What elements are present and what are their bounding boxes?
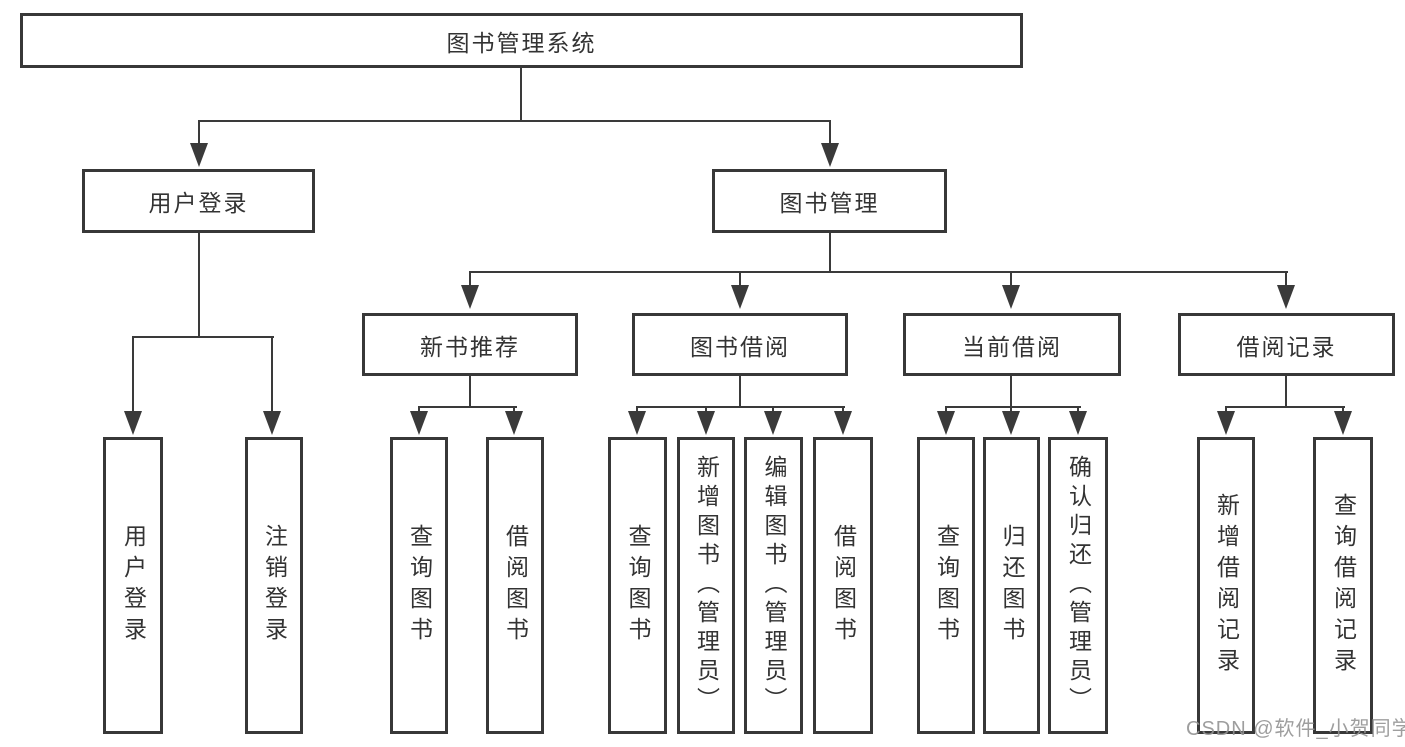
connector-nb-stem — [468, 376, 472, 407]
connector-bm-stem — [828, 232, 832, 272]
connector-cb-rail — [944, 405, 1081, 408]
arrowhead-bb-borrow — [834, 411, 852, 435]
arrowhead-br-query — [1334, 411, 1352, 435]
connector-ul-stem — [197, 232, 201, 337]
arrowhead-borrow-records — [1277, 285, 1295, 309]
arrowhead-ul-login — [124, 411, 142, 435]
leaf-user-login-label: 用户登录 — [120, 523, 147, 648]
connector-root-rail — [197, 119, 831, 122]
arrowhead-ul-logout — [263, 411, 281, 435]
leaf-cb-query-books-label: 查询图书 — [933, 523, 960, 648]
node-current-borrow: 当前借阅 — [903, 313, 1121, 376]
arrowhead-bb-edit — [764, 411, 782, 435]
leaf-cb-query-books: 查询图书 — [917, 437, 975, 734]
node-book-borrow: 图书借阅 — [632, 313, 848, 376]
arrowhead-nb-borrow — [505, 411, 523, 435]
connector-bm-rail — [468, 270, 1288, 273]
node-borrow-records: 借阅记录 — [1178, 313, 1395, 376]
node-book-mgmt-label: 图书管理 — [779, 190, 880, 216]
connector-ul-rail — [131, 335, 274, 338]
arrowhead-user-login — [190, 143, 208, 167]
connector-bm-drop-1 — [468, 270, 472, 288]
arrowhead-current-borrow — [1002, 285, 1020, 309]
leaf-cb-return-books: 归还图书 — [983, 437, 1040, 734]
connector-br-drop-2 — [1341, 405, 1345, 415]
leaf-nb-query-books-label: 查询图书 — [406, 523, 433, 648]
leaf-bb-borrow-books: 借阅图书 — [813, 437, 873, 734]
connector-cb-drop-3 — [1076, 405, 1080, 415]
connector-bm-drop-3 — [1009, 270, 1013, 288]
connector-nb-drop-2 — [512, 405, 516, 415]
connector-br-stem — [1284, 376, 1288, 407]
connector-bb-drop-4 — [841, 405, 845, 415]
node-book-borrow-label: 图书借阅 — [690, 333, 790, 360]
node-new-books: 新书推荐 — [362, 313, 578, 376]
arrowhead-br-add — [1217, 411, 1235, 435]
leaf-br-add-record-label: 新增借阅记录 — [1213, 492, 1240, 679]
connector-ul-drop-1 — [131, 335, 135, 414]
arrowhead-nb-query — [410, 411, 428, 435]
leaf-br-add-record: 新增借阅记录 — [1197, 437, 1255, 734]
connector-bb-stem — [738, 376, 742, 407]
node-new-books-label: 新书推荐 — [420, 333, 520, 360]
connector-bb-drop-3 — [771, 405, 775, 415]
connector-bb-rail — [635, 405, 845, 408]
node-book-mgmt: 图书管理 — [712, 169, 947, 233]
leaf-user-login: 用户登录 — [103, 437, 163, 734]
leaf-bb-edit-books-admin-label: 编辑图书（管理员） — [761, 455, 787, 716]
connector-cb-stem — [1009, 376, 1013, 407]
connector-root-stem — [519, 68, 523, 121]
leaf-nb-borrow-books-label: 借阅图书 — [502, 523, 529, 648]
arrowhead-cb-return — [1002, 411, 1020, 435]
arrowhead-cb-query — [937, 411, 955, 435]
connector-drop-user-login — [197, 119, 201, 147]
arrowhead-book-borrow — [731, 285, 749, 309]
leaf-logout-label: 注销登录 — [261, 523, 288, 648]
leaf-bb-query-books: 查询图书 — [608, 437, 667, 734]
node-current-borrow-label: 当前借阅 — [962, 333, 1062, 360]
csdn-watermark: CSDN @软件_小贺同学 — [1186, 718, 1405, 740]
leaf-bb-edit-books-admin: 编辑图书（管理员） — [744, 437, 803, 734]
leaf-br-query-record-label: 查询借阅记录 — [1330, 492, 1357, 679]
connector-cb-drop-1 — [944, 405, 948, 415]
leaf-cb-confirm-return-admin-label: 确认归还（管理员） — [1065, 455, 1092, 716]
connector-cb-drop-2 — [1009, 405, 1013, 415]
arrowhead-bb-query — [628, 411, 646, 435]
connector-br-drop-1 — [1224, 405, 1228, 415]
node-user-login: 用户登录 — [82, 169, 315, 233]
leaf-bb-borrow-books-label: 借阅图书 — [830, 523, 857, 648]
leaf-bb-query-books-label: 查询图书 — [625, 523, 651, 648]
connector-ul-drop-2 — [270, 335, 274, 414]
connector-bb-drop-1 — [635, 405, 639, 415]
leaf-logout: 注销登录 — [245, 437, 303, 734]
leaf-bb-add-books-admin-label: 新增图书（管理员） — [693, 455, 720, 716]
connector-bm-drop-4 — [1284, 270, 1288, 288]
node-borrow-records-label: 借阅记录 — [1236, 333, 1337, 360]
leaf-cb-confirm-return-admin: 确认归还（管理员） — [1048, 437, 1108, 734]
node-user-login-label: 用户登录 — [148, 190, 249, 216]
leaf-cb-return-books-label: 归还图书 — [999, 523, 1025, 648]
arrowhead-book-mgmt — [821, 143, 839, 167]
node-root: 图书管理系统 — [20, 13, 1023, 68]
connector-bb-drop-2 — [704, 405, 708, 415]
arrowhead-new-books — [461, 285, 479, 309]
connector-br-rail — [1224, 405, 1345, 408]
arrowhead-cb-confirm — [1069, 411, 1087, 435]
leaf-nb-borrow-books: 借阅图书 — [486, 437, 544, 734]
arrowhead-bb-add — [697, 411, 715, 435]
leaf-bb-add-books-admin: 新增图书（管理员） — [677, 437, 735, 734]
connector-drop-book-mgmt — [828, 119, 832, 147]
connector-bm-drop-2 — [738, 270, 742, 288]
node-root-label: 图书管理系统 — [446, 29, 597, 56]
connector-nb-rail — [417, 405, 517, 408]
leaf-br-query-record: 查询借阅记录 — [1313, 437, 1373, 734]
leaf-nb-query-books: 查询图书 — [390, 437, 448, 734]
connector-nb-drop-1 — [417, 405, 421, 415]
